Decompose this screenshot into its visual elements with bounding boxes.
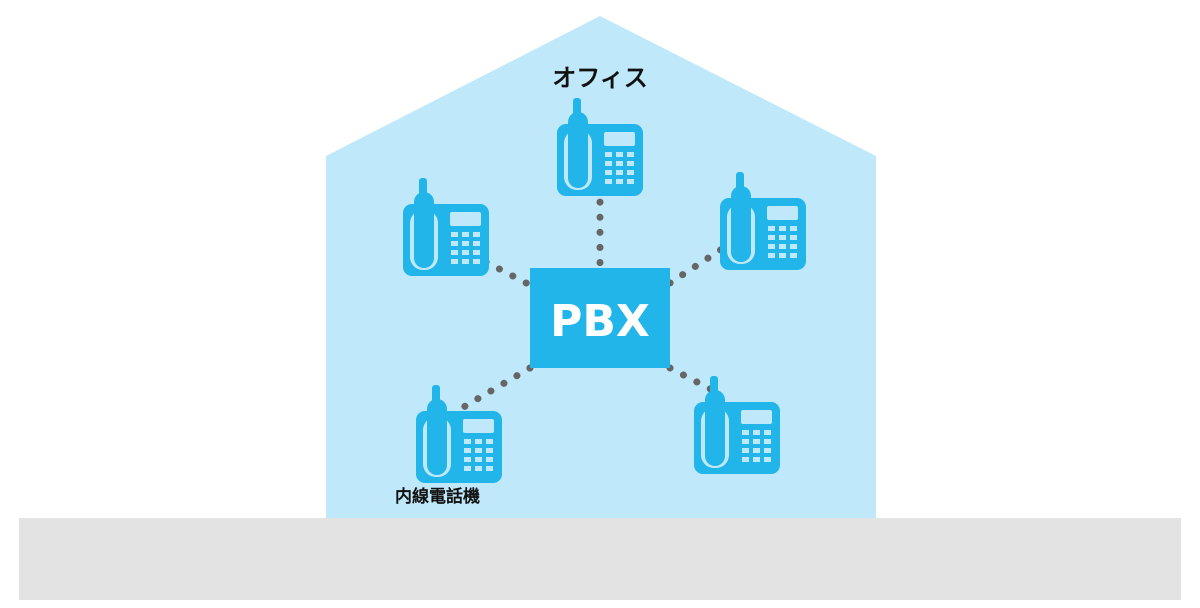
pbx-box	[530, 268, 670, 368]
office-label: オフィス	[552, 64, 648, 92]
phone-label: 内線電話機	[395, 487, 480, 507]
link-lower-left	[458, 364, 534, 412]
link-upper-right	[666, 243, 729, 287]
ground-floor	[19, 518, 1181, 600]
pbx-label: PBX	[550, 296, 650, 347]
